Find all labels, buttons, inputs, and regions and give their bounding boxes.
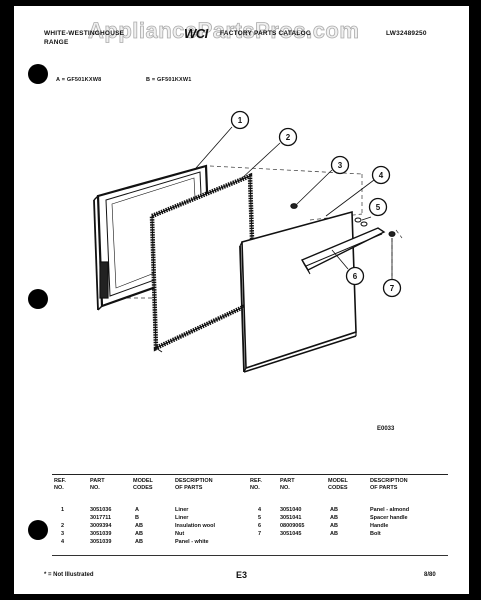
callout-2: 2 <box>286 133 291 142</box>
nut-part <box>290 203 298 209</box>
bolt-part <box>388 231 396 237</box>
part-no: 3051039 <box>90 531 112 537</box>
part-no: 3051045 <box>280 531 302 537</box>
model-b-label: B = GF501KXW1 <box>146 77 192 83</box>
part-no: 3017711 <box>90 515 112 521</box>
binder-hole-top <box>28 64 48 84</box>
brand-line-1: WHITE-WESTINGHOUSE <box>44 30 125 37</box>
part-description: Panel - almond <box>370 507 410 513</box>
parts-table <box>52 474 448 475</box>
part-no: 3051036 <box>90 507 112 513</box>
part-description: Nut <box>175 531 185 537</box>
ref-no: 7 <box>258 531 262 537</box>
col-model-codes: MODEL CODES <box>133 478 153 491</box>
col-description: DESCRIPTION OF PARTS <box>175 478 213 491</box>
part-no: 3051039 <box>90 539 112 545</box>
callout-6: 6 <box>353 272 358 281</box>
model-code: A <box>135 507 139 513</box>
callout-7: 7 <box>390 284 395 293</box>
callout-circles <box>230 110 402 298</box>
model-a-label: A = GF501KXW8 <box>56 77 102 83</box>
ref-no: 2 <box>61 523 65 529</box>
spacer-part <box>354 217 368 227</box>
brand-line-2: RANGE <box>44 39 69 46</box>
catalog-number: LW32489250 <box>386 30 427 37</box>
part-no: 08009065 <box>280 523 305 529</box>
callout-5: 5 <box>376 203 381 212</box>
callout-4: 4 <box>379 171 384 180</box>
parts-catalog-page: AppliancePartsPros.com WHITE-WESTINGHOUS… <box>14 6 469 594</box>
callout-3: 3 <box>338 161 343 170</box>
col-description-right: DESCRIPTION OF PARTS <box>370 478 408 491</box>
model-code: AB <box>330 523 338 529</box>
part-no: 3051041 <box>280 515 302 521</box>
watermark: AppliancePartsPros.com <box>88 18 360 44</box>
exploded-door-diagram: 1 2 3 4 5 6 7 <box>93 110 403 373</box>
part-description: Handle <box>370 523 389 529</box>
ref-no: 4 <box>258 507 262 513</box>
part-no: 3051040 <box>280 507 302 513</box>
leader-lines <box>195 126 393 279</box>
part-description: Bolt <box>370 531 381 537</box>
part-no: 3009394 <box>90 523 112 529</box>
model-code: AB <box>135 539 143 545</box>
table-bottom-rule <box>52 555 448 556</box>
col-model-codes-right: MODEL CODES <box>328 478 348 491</box>
part-description: Liner <box>175 507 189 513</box>
callout-1: 1 <box>238 116 243 125</box>
footnote: * = Not Illustrated <box>44 572 94 578</box>
part-description: Insulation wool <box>175 523 216 529</box>
figure-code: E0033 <box>377 426 395 432</box>
ref-no: 5 <box>258 515 262 521</box>
part-description: Panel - white <box>175 539 209 545</box>
catalog-title: FACTORY PARTS CATALOG <box>220 30 312 37</box>
catalog-date: 8/80 <box>424 572 436 578</box>
model-code: AB <box>330 515 338 521</box>
model-code: B <box>135 515 139 521</box>
logo: WCI <box>184 26 208 41</box>
model-code: AB <box>330 507 338 513</box>
col-ref-no-right: REF. NO. <box>250 478 262 491</box>
ref-no: 1 <box>61 507 65 513</box>
model-code: AB <box>330 531 338 537</box>
col-part-no-right: PART NO. <box>280 478 295 491</box>
binder-hole-middle <box>28 289 48 309</box>
handle-part <box>300 227 386 275</box>
part-description: Spacer handle <box>370 515 408 521</box>
ref-no: 3 <box>61 531 65 537</box>
page-code: E3 <box>236 570 248 580</box>
binder-hole-bottom <box>28 520 48 540</box>
outer-panel-part <box>239 210 357 373</box>
part-description: Liner <box>175 515 189 521</box>
col-part-no: PART NO. <box>90 478 105 491</box>
ref-no: 4 <box>61 539 65 545</box>
model-code: AB <box>135 523 143 529</box>
model-code: AB <box>135 531 143 537</box>
col-ref-no: REF. NO. <box>54 478 66 491</box>
ref-no: 6 <box>258 523 262 529</box>
